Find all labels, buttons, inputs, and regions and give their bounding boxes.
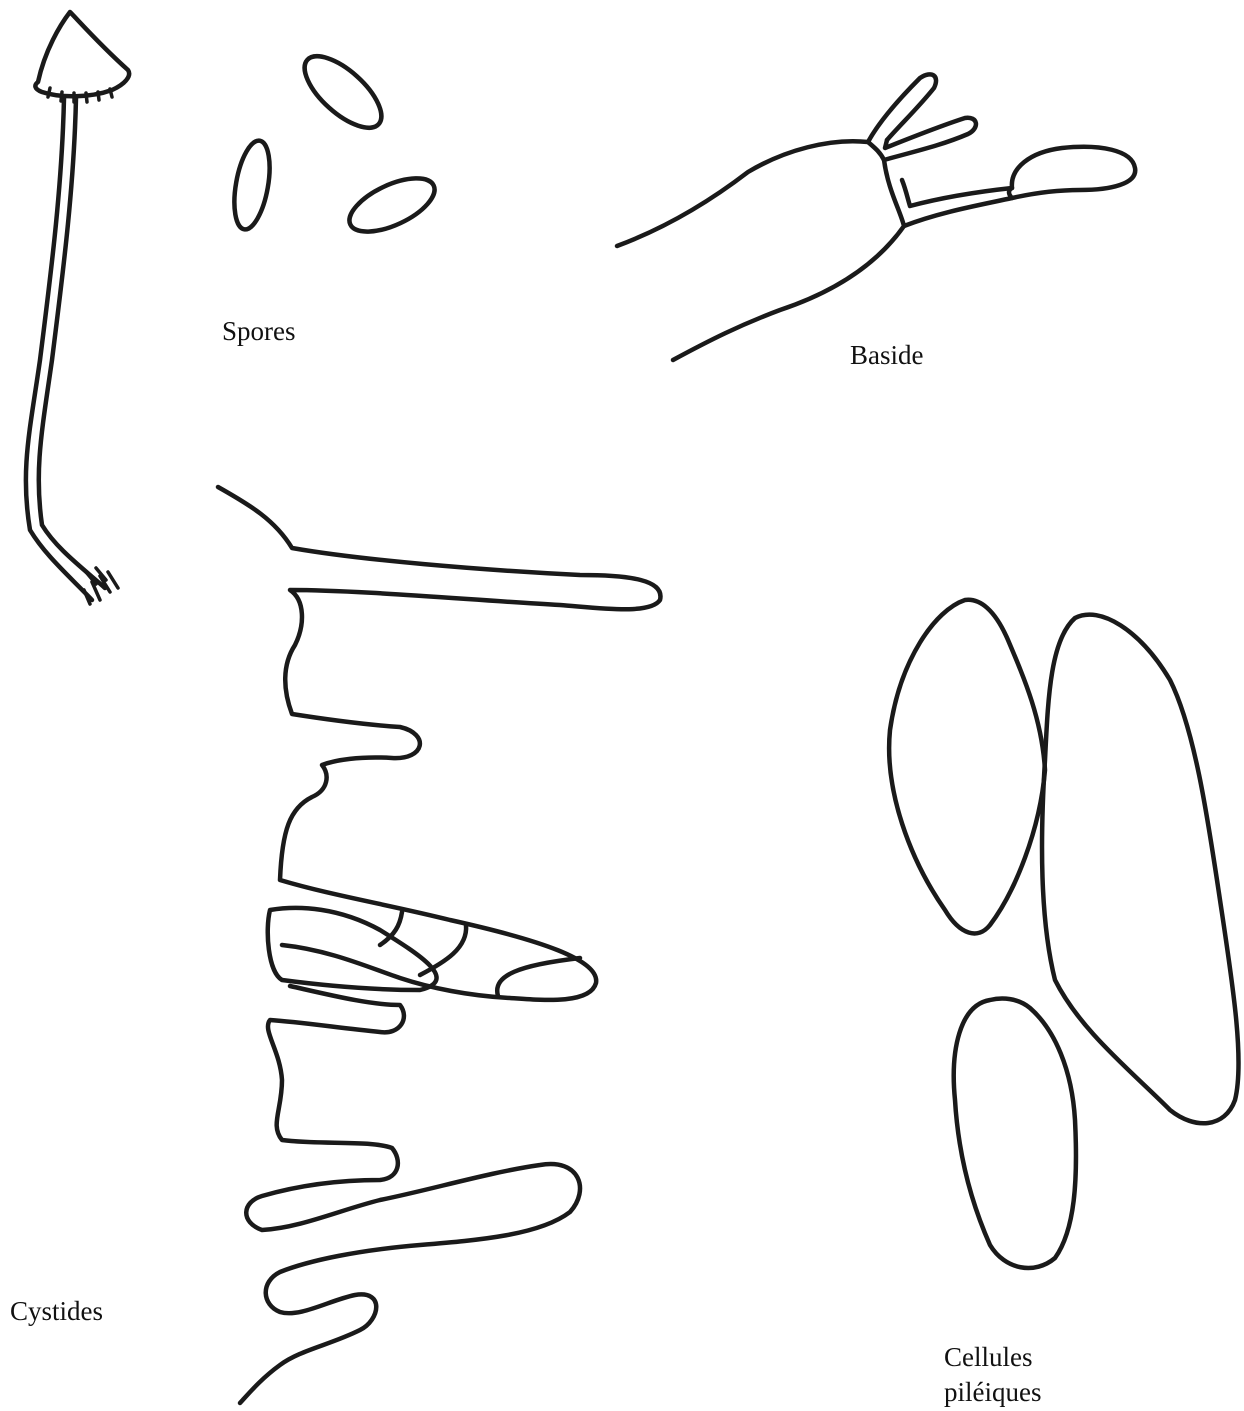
mushroom-habit-drawing bbox=[26, 12, 129, 604]
spores-drawing bbox=[228, 44, 442, 242]
spores-label: Spores bbox=[222, 314, 296, 349]
baside-label: Baside bbox=[850, 338, 924, 373]
cystides-label: Cystides bbox=[10, 1294, 103, 1329]
cellules-pileiques-drawing bbox=[889, 600, 1238, 1268]
cellules-label-line2: piléiques bbox=[944, 1375, 1041, 1410]
cellules-label-line1: Cellules bbox=[944, 1340, 1033, 1375]
baside-drawing bbox=[617, 74, 1135, 360]
cystides-drawing bbox=[218, 487, 660, 1403]
